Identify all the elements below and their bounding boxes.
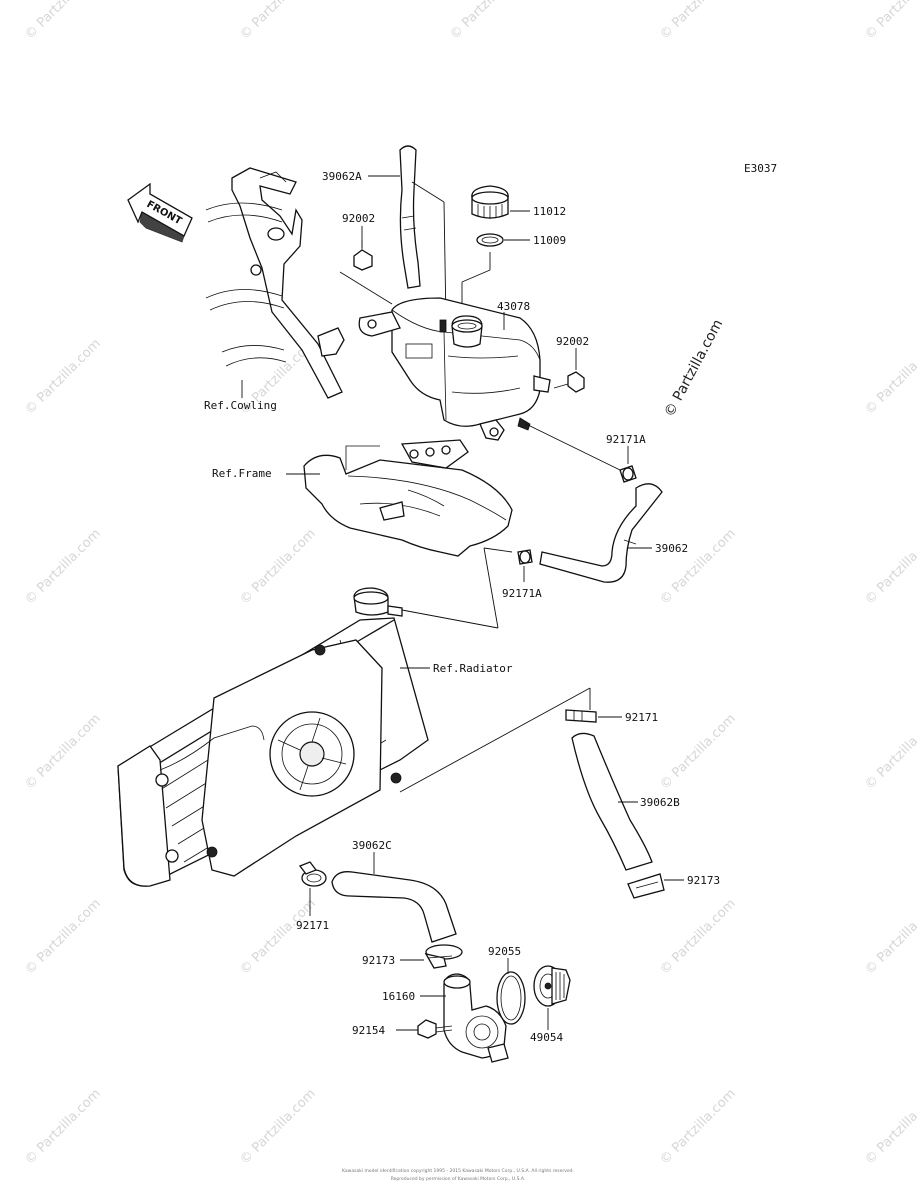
watermark: © Partzilla.com <box>862 526 917 608</box>
radiator-assembly <box>117 587 429 887</box>
o-ring <box>496 971 526 1025</box>
watermark: © Partzilla.com <box>862 1086 917 1168</box>
part-label-92154: 92154 <box>352 1024 385 1037</box>
reservoir-cap <box>471 185 509 219</box>
thermostat-housing <box>443 973 509 1063</box>
part-label-92171-left: 92171 <box>296 919 329 932</box>
part-label-92173-left: 92173 <box>362 954 395 967</box>
watermark: © Partzilla.com <box>237 896 319 978</box>
part-label-92002-left: 92002 <box>342 212 375 225</box>
clip-92171-right <box>565 709 597 723</box>
watermark: © Partzilla.com <box>862 711 917 793</box>
clip-92171-left <box>298 861 327 887</box>
watermark: © Partzilla.com <box>237 0 319 43</box>
part-label-43078: 43078 <box>497 300 530 313</box>
watermark: © Partzilla.com <box>22 1086 104 1168</box>
part-label-92171A-bottom: 92171A <box>502 587 542 600</box>
part-label-39062A: 39062A <box>322 170 362 183</box>
part-label-39062C: 39062C <box>352 839 392 852</box>
part-label-92173-right: 92173 <box>687 874 720 887</box>
watermark: © Partzilla.com <box>657 526 739 608</box>
part-label-11012: 11012 <box>533 205 566 218</box>
thermostat <box>533 965 571 1007</box>
watermark: © Partzilla.com <box>22 526 104 608</box>
watermark: © Partzilla.com <box>447 0 529 43</box>
watermark: © Partzilla.com <box>22 336 104 418</box>
part-label-92002-right: 92002 <box>556 335 589 348</box>
diagram-code: E3037 <box>744 162 777 175</box>
watermark: © Partzilla.com <box>22 0 104 43</box>
bolt-92002-right <box>553 371 585 393</box>
part-label-92171-right: 92171 <box>625 711 658 724</box>
part-label-39062: 39062 <box>655 542 688 555</box>
watermark: © Partzilla.com <box>22 711 104 793</box>
watermark: © Partzilla.com <box>862 896 917 978</box>
frame-bracket <box>303 439 513 557</box>
watermark: © Partzilla.com <box>657 896 739 978</box>
cap-gasket <box>476 233 504 247</box>
clip-92171A-top <box>619 465 637 483</box>
part-label-16160: 16160 <box>382 990 415 1003</box>
clamp-92173-left <box>424 944 463 969</box>
ref-label-frame: Ref.Frame <box>212 467 272 480</box>
part-label-49054: 49054 <box>530 1031 563 1044</box>
copyright-line-1: Kawasaki model identification copyright … <box>342 1168 574 1174</box>
watermark: © Partzilla.com <box>237 526 319 608</box>
watermark: © Partzilla.com <box>862 336 917 418</box>
watermark: © Partzilla.com <box>237 1086 319 1168</box>
ref-label-radiator: Ref.Radiator <box>433 662 513 675</box>
watermark: © Partzilla.com <box>657 1086 739 1168</box>
cowling-bracket <box>205 167 345 399</box>
ref-label-cowling: Ref.Cowling <box>204 399 277 412</box>
bolt-92154 <box>417 1019 453 1039</box>
part-label-92171A-top: 92171A <box>606 433 646 446</box>
watermark: © Partzilla.com <box>657 0 739 43</box>
clamp-92173-right <box>627 873 665 899</box>
part-label-39062B: 39062B <box>640 796 680 809</box>
watermark-prominent: © Partzilla.com <box>661 317 726 420</box>
part-label-11009: 11009 <box>533 234 566 247</box>
reservoir-tank <box>358 297 551 441</box>
copyright-line-2: Reproduced by permission of Kawasaki Mot… <box>391 1176 526 1182</box>
front-arrow-icon: FRONT <box>127 182 193 243</box>
bolt-92002-left <box>353 240 373 271</box>
part-label-92055: 92055 <box>488 945 521 958</box>
clip-92171A-bottom <box>517 549 533 565</box>
watermark: © Partzilla.com <box>657 711 739 793</box>
watermark: © Partzilla.com <box>862 0 917 43</box>
watermark: © Partzilla.com <box>22 896 104 978</box>
